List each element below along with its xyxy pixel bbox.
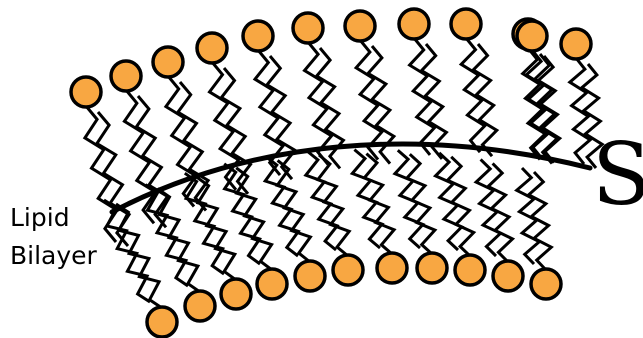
inner-lipid-tail <box>224 164 260 264</box>
outer-lipid-tail <box>461 38 485 152</box>
inner-lipid-tail <box>436 153 462 250</box>
inner-lipid-head <box>257 269 287 299</box>
outer-lipid-tail <box>570 58 590 164</box>
outer-lipid-head <box>399 9 429 39</box>
inner-lipid-tail <box>529 172 552 270</box>
outer-lipid-tail <box>356 40 382 160</box>
lipid-bilayer-label-line1: Lipid <box>10 203 70 233</box>
outer-lipid-tail <box>473 44 497 156</box>
inner-lipid-head <box>333 255 363 285</box>
lipid-heads <box>71 9 591 337</box>
inner-lipid-head <box>295 261 325 291</box>
inner-lipid-head <box>531 269 561 299</box>
inner-lipid-tail <box>236 168 272 270</box>
inner-lipid-tail <box>265 156 298 256</box>
outer-lipid-tail <box>410 38 435 155</box>
outer-lipid-tail <box>422 44 447 159</box>
outer-lipid-tail <box>85 106 117 242</box>
inner-lipid-tail <box>318 155 349 256</box>
inner-lipid-head <box>455 255 485 285</box>
outer-lipid-head <box>451 9 481 39</box>
outer-lipid-head <box>293 13 323 43</box>
inner-lipid-tail <box>197 177 236 280</box>
inner-lipid-tail <box>185 173 224 274</box>
outer-lipid-tail <box>97 112 129 246</box>
lipid-bilayer-label-line2: Bilayer <box>10 241 97 271</box>
outer-lipid-head <box>517 21 547 51</box>
inner-lipid-tail <box>476 159 500 256</box>
surface-label: S <box>592 130 643 220</box>
outer-lipid-head <box>111 61 141 91</box>
inner-lipid-tail <box>517 168 540 264</box>
outer-lipid-head <box>243 21 273 51</box>
inner-lipid-head <box>221 279 251 309</box>
outer-lipid-head <box>71 77 101 107</box>
outer-lipid-head <box>561 29 591 59</box>
outer-lipid-head <box>153 47 183 77</box>
inner-lipid-head <box>377 253 407 283</box>
inner-lipid-head <box>185 291 215 321</box>
inner-lipid-tail <box>488 163 512 262</box>
outer-lipid-head <box>197 33 227 63</box>
inner-lipid-tail <box>448 157 474 256</box>
outer-lipid-head <box>345 11 375 41</box>
inner-lipid-head <box>147 307 177 337</box>
inner-lipid-tail <box>306 151 337 250</box>
inner-lipid-head <box>493 261 523 291</box>
inner-lipid-head <box>417 253 447 283</box>
